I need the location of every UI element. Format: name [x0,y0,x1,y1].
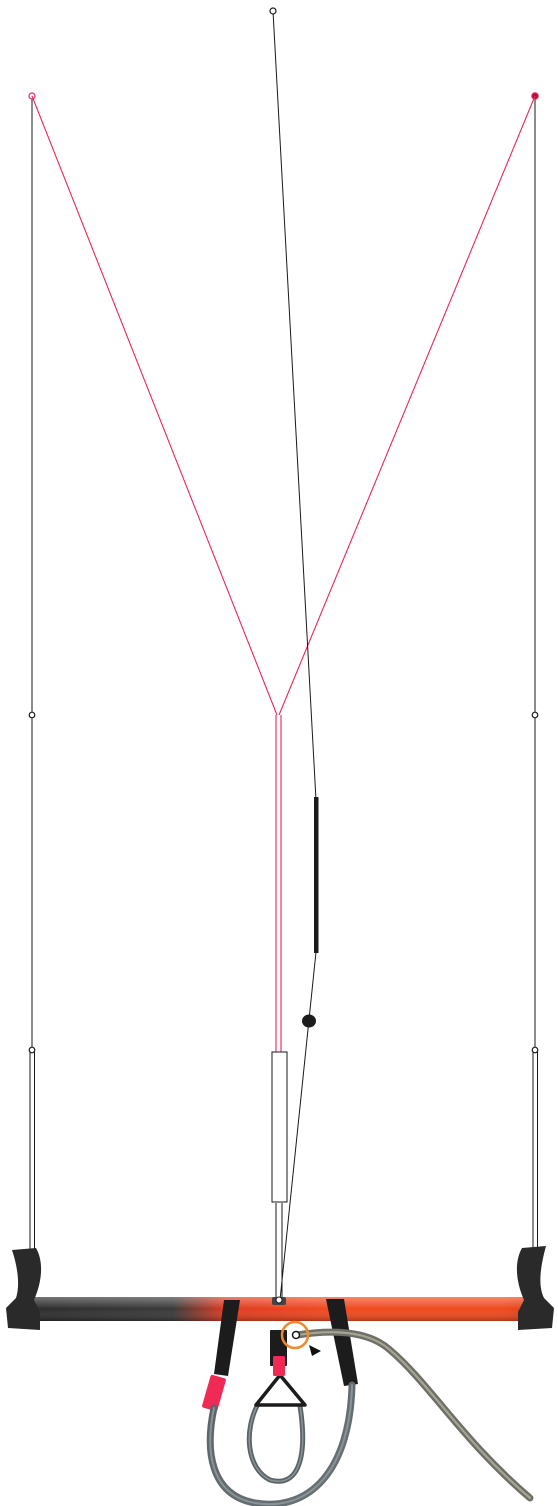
leash-hose[interactable] [206,1381,356,1506]
quick-release-ring[interactable] [280,1320,310,1350]
center-line [272,10,317,1301]
center-line-top-ring [269,7,277,15]
right-grip[interactable] [326,1299,358,1386]
depower-throw [275,1203,283,1300]
leash-pink-sleeve [202,1374,226,1412]
right-steering-line [532,96,538,1255]
center-line-sleeve [314,797,319,953]
chicken-loop[interactable] [246,1402,306,1484]
control-bar[interactable] [14,1297,544,1321]
chicken-loop-triangle [254,1373,307,1407]
right-line-mid-ring [531,711,539,719]
left-steering-line [29,96,35,1255]
left-bar-end [6,1248,42,1330]
depower-float [271,1051,288,1203]
bar-center-ring [275,1296,283,1304]
left-line-lower-ring [28,1046,36,1054]
pointer-arrow-icon [309,1345,321,1356]
stopper-ball [302,1014,316,1028]
depower-pink-cap [273,1356,285,1376]
left-grip[interactable] [214,1300,240,1376]
left-line-mid-ring [28,711,36,719]
right-line-lower-ring [531,1046,539,1054]
front-lines-v [31,95,536,1052]
depower-rope[interactable] [293,1328,534,1502]
right-bar-end [516,1246,554,1330]
quick-release-inner-ring [291,1330,301,1340]
